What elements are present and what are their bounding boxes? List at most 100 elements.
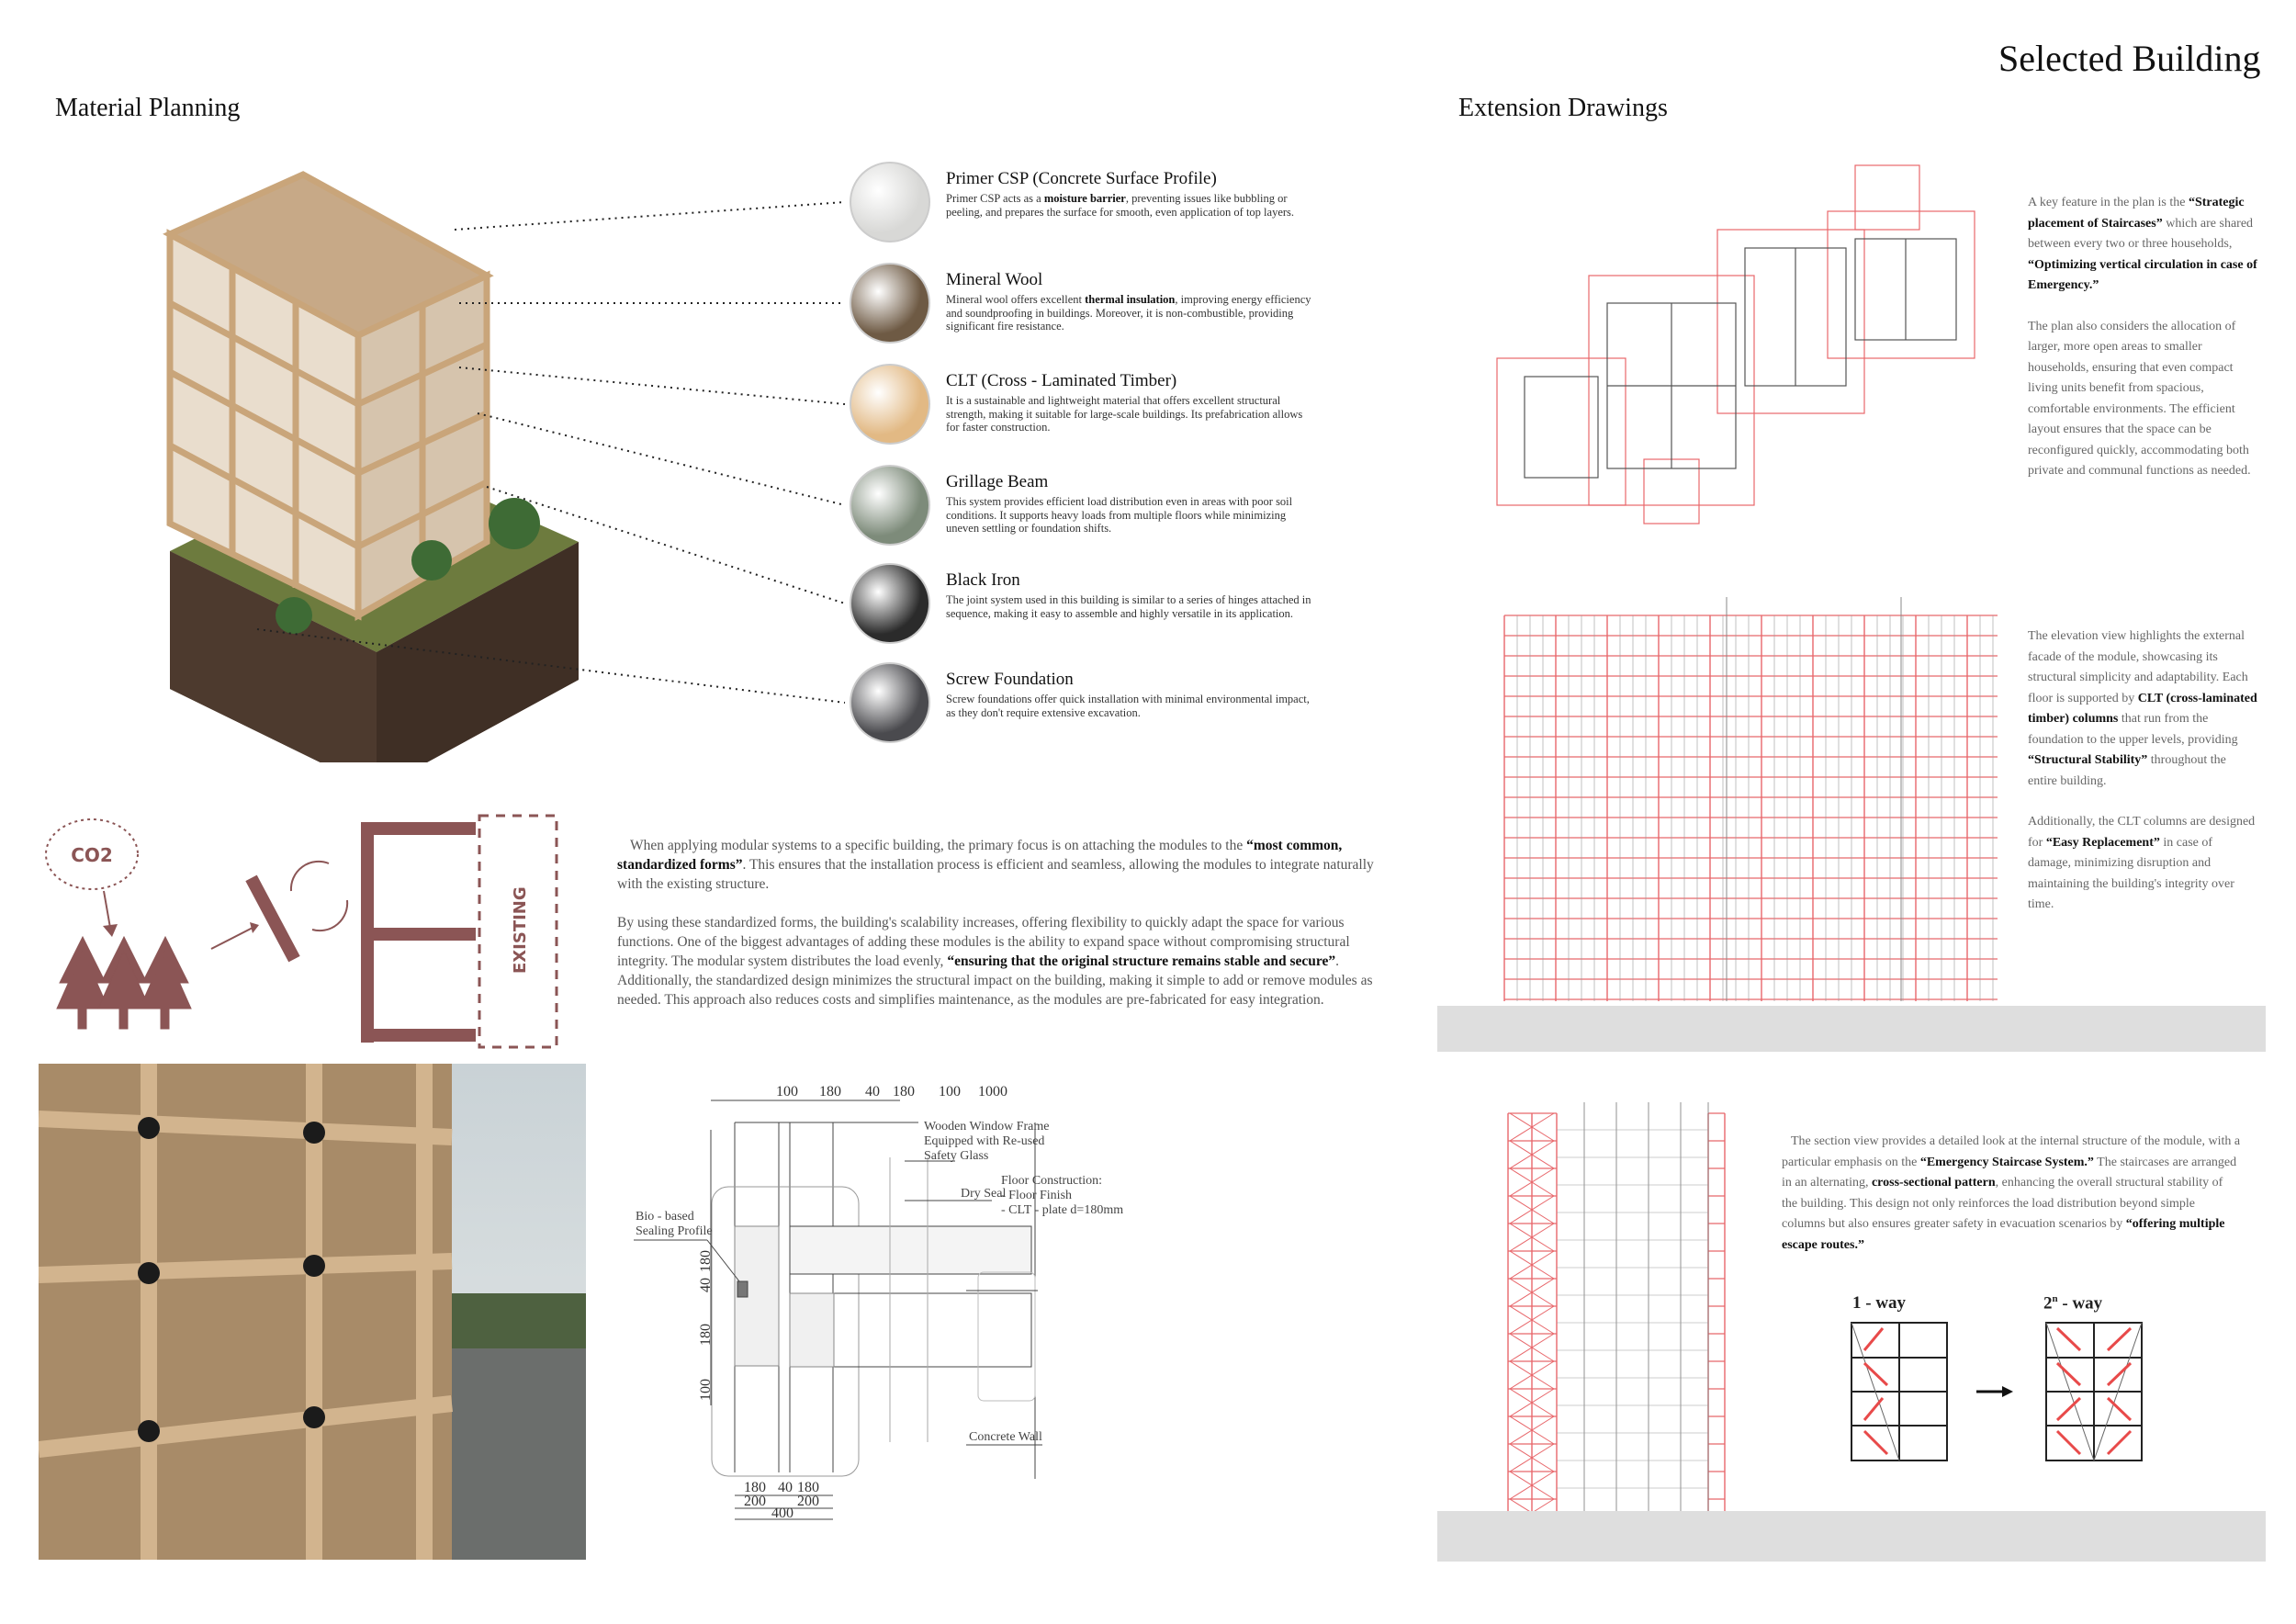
modular-lifecycle-diagram: CO2 EXISTING	[45, 814, 558, 1049]
concrete-texture-icon	[850, 162, 930, 242]
n-way-base: 2	[2043, 1293, 2053, 1314]
section-description: The section view provides a detailed loo…	[1782, 1132, 2241, 1256]
dim-top: 100	[776, 1084, 798, 1100]
page-title: Selected Building	[1998, 38, 2261, 79]
label-bio-sealing: Sealing Profile	[636, 1224, 713, 1238]
body-text: , preventing issues like bubbling or pee…	[946, 192, 1295, 219]
body-text: Screw foundations offer quick installati…	[946, 693, 1310, 719]
body-text: Primer CSP acts as a	[946, 192, 1044, 205]
joint-detail-drawing: 100 180 40 180 100 1000 180 40 180 100 1…	[634, 1084, 1123, 1521]
material-description: The joint system used in this building i…	[946, 593, 1313, 620]
dim-top: 180	[893, 1084, 915, 1100]
body-text: This system provides efficient load dist…	[946, 495, 1293, 535]
material-description: Mineral wool offers excellent thermal in…	[946, 293, 1313, 333]
black-iron-icon	[850, 563, 930, 644]
label-floor-construction: - CLT - plate d=180mm	[1001, 1203, 1123, 1217]
extension-floor-plan	[1496, 164, 1975, 524]
timber-panel-icon	[245, 874, 300, 963]
material-name: Screw Foundation	[946, 670, 1074, 689]
modular-description: When applying modular systems to a speci…	[617, 836, 1402, 1009]
body-text: The elevation view highlights the extern…	[2028, 629, 2248, 705]
tree-icon	[56, 935, 109, 1030]
label-dry-seal: Dry Seal	[961, 1187, 1006, 1201]
material-name: Mineral Wool	[946, 270, 1043, 289]
mineral-wool-texture-icon	[850, 263, 930, 344]
n-way-label: 2n - way	[2043, 1293, 2102, 1314]
label-floor-construction: Floor Construction:	[1001, 1174, 1102, 1188]
body-text: The joint system used in this building i…	[946, 593, 1311, 620]
material-item: CLT (Cross - Laminated Timber) It is a su…	[946, 371, 1313, 434]
timber-facade-photo	[39, 1064, 586, 1560]
material-name: CLT (Cross - Laminated Timber)	[946, 371, 1177, 390]
emphasis-text: “Strategic placement of Staircases”	[2028, 196, 2245, 231]
n-way-rest: - way	[2057, 1293, 2103, 1314]
label-bio-sealing: Bio - based	[636, 1210, 694, 1224]
emphasis-text: “offering multiple escape routes.”	[1782, 1217, 2225, 1252]
dim-bottom: 180	[744, 1480, 766, 1495]
screw-foundation-icon	[850, 662, 930, 743]
plan-description: A key feature in the plan is the “Strate…	[2028, 193, 2257, 482]
body-text: Additionally, the CLT columns are design…	[2028, 815, 2256, 850]
body-text: A key feature in the plan is the	[2028, 196, 2189, 209]
dim-top: 100	[939, 1084, 961, 1100]
body-text: By using these standardized forms, the b…	[617, 915, 1350, 969]
dim-top: 180	[819, 1084, 841, 1100]
emphasis-text: thermal insulation	[1085, 293, 1176, 306]
label-window-frame: Wooden Window Frame	[924, 1120, 1049, 1133]
label-window-frame: Safety Glass	[924, 1149, 988, 1163]
building-isometric-illustration	[163, 171, 579, 762]
extension-elevation-drawing	[1503, 597, 1998, 1001]
body-text: When applying modular systems to a speci…	[630, 838, 1247, 853]
label-window-frame: Equipped with Re-used	[924, 1134, 1044, 1148]
material-name: Grillage Beam	[946, 472, 1049, 491]
material-description: Primer CSP acts as a moisture barrier, p…	[946, 192, 1313, 219]
extension-section-drawing	[1507, 1102, 1726, 1528]
material-name: Black Iron	[946, 570, 1020, 590]
body-text: Mineral wool offers excellent	[946, 293, 1086, 306]
timber-texture-icon	[850, 364, 930, 445]
dim-top: 1000	[978, 1084, 1007, 1100]
dim-total: 400	[771, 1506, 793, 1521]
material-leader-lines	[256, 201, 846, 704]
body-text: . Additionally, the standardized design …	[617, 953, 1373, 1008]
tree-icon	[97, 935, 151, 1030]
staircase-comparison-diagram	[1851, 1322, 2143, 1461]
body-text: . This ensures that the installation pro…	[617, 857, 1374, 892]
body-text: which are shared between every two or th…	[2028, 216, 2254, 252]
dim-top: 40	[865, 1084, 880, 1100]
emphasis-text: “Emergency Staircase System.”	[1919, 1155, 2094, 1169]
n-way-sup: n	[2052, 1293, 2058, 1304]
body-text: throughout the entire building.	[2028, 753, 2226, 788]
body-text: It is a sustainable and lightweight mate…	[946, 394, 1303, 434]
emphasis-text: “most common, standardized forms”	[617, 838, 1343, 873]
elevation-ground	[1437, 1006, 2266, 1052]
dim-bottom: 200	[744, 1494, 766, 1509]
tree-icon	[139, 935, 192, 1030]
material-description: Screw foundations offer quick installati…	[946, 693, 1313, 719]
material-item: Primer CSP (Concrete Surface Profile) Pri…	[946, 169, 1313, 219]
material-name: Primer CSP (Concrete Surface Profile)	[946, 169, 1217, 188]
grillage-beam-icon	[850, 465, 930, 546]
emphasis-text: moisture barrier	[1043, 192, 1126, 205]
dim-bottom: 40	[778, 1480, 793, 1495]
emphasis-text: CLT (cross-laminated timber) columns	[2028, 691, 2257, 727]
emphasis-text: “ensuring that the original structure re…	[947, 953, 1336, 969]
arrow-right-icon	[1976, 1386, 2013, 1397]
body-text: , enhancing the overall structural stabi…	[1782, 1176, 2223, 1231]
existing-label: EXISTING	[511, 886, 530, 974]
material-description: This system provides efficient load dist…	[946, 495, 1313, 536]
dim-left: 180	[698, 1250, 714, 1272]
material-description: It is a sustainable and lightweight mate…	[946, 394, 1313, 434]
body-text: The section view provides a detailed loo…	[1782, 1134, 2241, 1169]
label-concrete-wall: Concrete Wall	[969, 1430, 1042, 1444]
section-title-extension-drawings: Extension Drawings	[1458, 94, 1668, 122]
emphasis-text: “Optimizing vertical circulation in case…	[2028, 257, 2257, 293]
emphasis-text: “Easy Replacement”	[2045, 835, 2160, 850]
section-title-material-planning: Material Planning	[55, 94, 241, 122]
one-way-label: 1 - way	[1852, 1293, 1907, 1313]
label-floor-construction: - Floor Finish	[1001, 1189, 1072, 1202]
emphasis-text: cross-sectional pattern	[1871, 1176, 1996, 1190]
